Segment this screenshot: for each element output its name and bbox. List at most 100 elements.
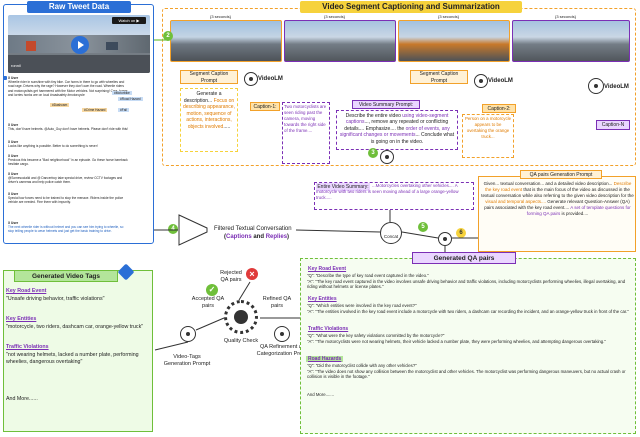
prompt-focus: Focus on describing appearance, motion, …: [183, 97, 235, 130]
qa-gen-text: Generate relevant Question-Answer (QA) p…: [484, 199, 630, 210]
video-segment-title: Video Segment Captioning and Summarizati…: [300, 1, 522, 13]
tweet-4: X User Precious this became a "Bad neigh…: [8, 154, 150, 167]
segment-duration-4: {3 seconds}: [555, 14, 576, 19]
qa-cat-road-hazards: Road Hazards: [306, 356, 344, 362]
refine-prompt-label: QA Refinement and Categorization Prompt: [256, 344, 312, 357]
tags-more: And More......: [6, 396, 38, 402]
videolm-label-3: VideoLM: [604, 84, 629, 90]
qa-question: "Q": "Did the motorcyclist collide with …: [307, 363, 417, 368]
tweet-user: X User: [8, 221, 19, 225]
qa-gen-prompt-box: [478, 176, 636, 252]
segment-strip-4: [512, 20, 630, 62]
filtered-captions: Captions: [226, 234, 252, 240]
play-icon[interactable]: [71, 36, 89, 54]
tag-cat-key-road-event: Key Road Event: [6, 288, 47, 294]
tweet-tag-3: #Dashcam: [50, 103, 70, 107]
prompt-line: Generate a description...: [183, 91, 222, 104]
network-icon: [244, 72, 258, 86]
tweet-1: X User Wheelie rider in sunshine with ti…: [3, 76, 150, 97]
qa-cat-key-entities: Key Entities: [308, 296, 337, 302]
tweet-text: Special tow forces need to be trained to…: [8, 196, 124, 205]
qa-answer: "A": "The key road event captured in the…: [307, 279, 626, 290]
funnel-icon: [178, 214, 208, 246]
segment-strip-1: [170, 20, 282, 62]
tag-cat-key-entities: Key Entities: [6, 316, 37, 322]
step-2-icon: 2: [163, 31, 173, 41]
qa-cat-key-road-event: Key Road Event: [308, 266, 347, 272]
segment-duration-2: {3 seconds}: [324, 14, 345, 19]
qa-gen-highlight: visual and temporal aspects....: [485, 199, 546, 204]
watch-on-button[interactable]: Watch on ▶: [112, 17, 146, 24]
concat-node: [380, 222, 402, 244]
step-3-icon: 3: [368, 148, 378, 158]
raw-tweet-title: Raw Tweet Data: [27, 1, 131, 13]
channel-name: ronnil: [11, 63, 21, 68]
entire-summary-label: Entire Video Summary:: [316, 183, 370, 191]
summary-highlight: order of events, any significant changes…: [339, 125, 450, 139]
summary-highlight: using video-segment captions: [345, 113, 449, 126]
step-6-icon: 6: [456, 228, 466, 238]
segment-caption-prompt-2: Segment Caption Prompt: [410, 70, 468, 84]
tweet-user: X User: [8, 123, 19, 127]
segment-strip-3: [398, 20, 510, 62]
qa-gen-text: that is the main focus of the video as d…: [481, 187, 634, 198]
qa-more: And More.......: [307, 392, 334, 397]
tag-cat-traffic-violations: Traffic Violations: [6, 344, 49, 350]
network-icon: [380, 150, 394, 164]
gear-hub: [234, 310, 248, 324]
tweet-text: This, don't have helmets. @Auto_Guy don'…: [8, 127, 128, 132]
tweet-tag-1: #Motorbike: [112, 91, 132, 95]
tag-values-key-road-event: "Unsafe driving behavior, traffic violat…: [6, 296, 105, 302]
segment-duration-1: {3 seconds}: [210, 14, 231, 19]
segment-strip-2: [284, 20, 396, 62]
segment-caption-prompt-1: Segment Caption Prompt: [180, 70, 238, 84]
tweet-text: Looks like anything is possible. Better …: [8, 144, 98, 149]
videolm-label-1: VideoLM: [258, 76, 283, 82]
tweet-tag-2: #Road Hazard: [118, 97, 143, 101]
qa-gen-highlight: A set of template questions for forming …: [526, 205, 631, 216]
network-icon: [180, 326, 196, 342]
filtered-replies: Replies: [265, 234, 288, 240]
tweet-user: X User: [8, 76, 19, 80]
tweet-user: X User: [8, 154, 19, 158]
summary-text: Describe the entire video: [345, 113, 403, 119]
tweet-tag-4: #Crime Hazard: [82, 108, 108, 112]
qa-answer: "A": "The entities involved in the key r…: [307, 309, 629, 314]
qa-question: "Q": "What were the key safety violation…: [307, 333, 445, 338]
tweet-tag-5: #Fail: [118, 108, 129, 112]
summary-text: ... Conclude what is going on in the vid…: [370, 132, 455, 145]
concat-label: Concat: [383, 234, 399, 239]
video-thumbnail[interactable]: Watch on ▶ ronnil: [8, 15, 150, 73]
tag-values-key-entities: "motorcycle, two riders, dashcam car, or…: [6, 324, 144, 330]
accepted-label: Accepted QA pairs: [191, 296, 225, 309]
quality-check-label: Quality Check: [223, 338, 259, 344]
tweet-text: Precious this became a "Bad neighborhood…: [8, 158, 128, 167]
tweet-user: X User: [8, 140, 19, 144]
tweet-2: X User This, don't have helmets. @Auto_G…: [8, 123, 150, 131]
tweet-text: @Somesocialid and @ Dancerboy take speci…: [8, 176, 123, 185]
qa-gen-text: is provided....: [560, 211, 589, 216]
tweet-7: X User The next wheelie rider is without…: [8, 221, 150, 234]
entire-summary-text: ...Motorcycles overtaking other vehicles…: [316, 183, 459, 201]
tweet-text: The next wheelie rider is without helmet…: [8, 225, 124, 234]
summary-text: ..., remove any repeated or conflicting …: [344, 119, 449, 132]
qa-pairs-panel: [300, 258, 636, 434]
caption-n-label: Caption-N: [596, 120, 630, 130]
qa-gen-highlight: Describe the key road event: [485, 181, 632, 192]
step-5-icon: 5: [418, 222, 428, 232]
video-summary-prompt-body: Describe the entire video using video-se…: [336, 110, 458, 150]
qa-answer: "A": "The video does not show any collis…: [307, 369, 626, 380]
tweet-6: X User Special tow forces need to be tra…: [8, 192, 150, 205]
qa-question: "Q": "Describe the type of key road even…: [307, 273, 429, 278]
video-tags-title: Generated Video Tags: [14, 270, 118, 282]
filtered-title: Filtered Textual Conversation: [214, 226, 292, 232]
caption-1-label: Caption-1:: [250, 102, 280, 111]
qa-answer: "A": "The motorcyclists were not wearing…: [307, 339, 606, 344]
rejected-label: Rejected QA pairs: [220, 270, 242, 283]
refined-label: Refined QA pairs: [262, 296, 292, 309]
filtered-and: and: [251, 234, 266, 240]
videolm-label-2: VideoLM: [488, 78, 513, 84]
filtered-subtitle: (Captions and Replies): [224, 234, 290, 240]
video-summary-prompt-title: Video Summary Prompt:: [352, 100, 420, 109]
tweet-3: X User Looks like anything is possible. …: [8, 140, 150, 148]
